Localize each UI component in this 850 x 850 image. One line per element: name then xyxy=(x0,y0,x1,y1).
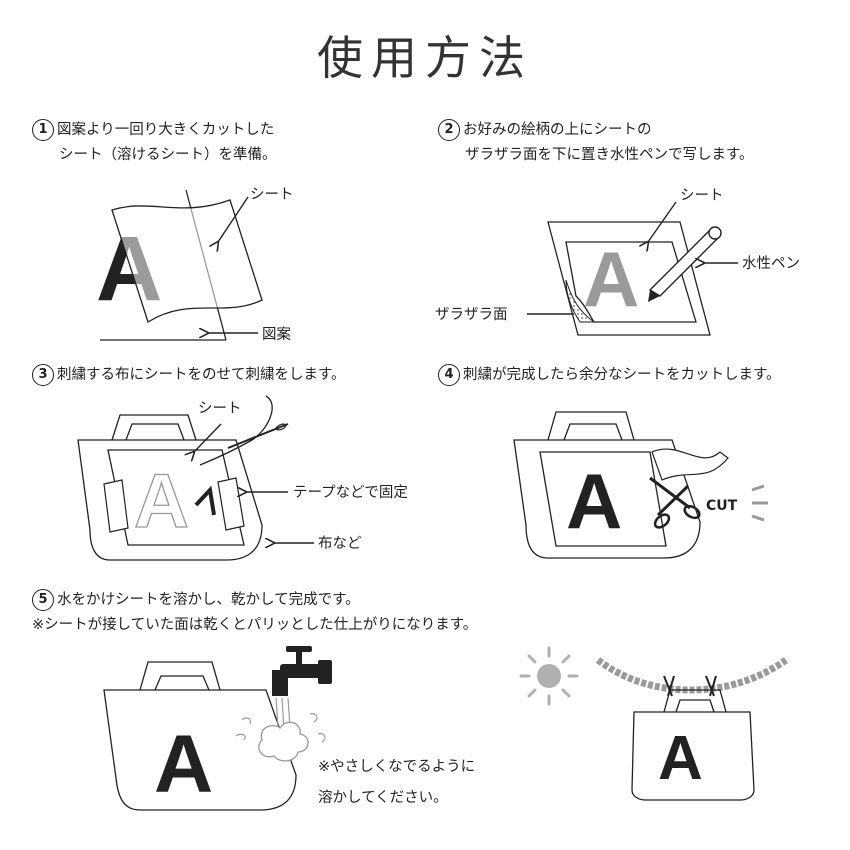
step-3-line-1: 刺繍する布にシートをのせて刺繍をします。 xyxy=(57,367,346,383)
step-2-pen-label: 水性ペン xyxy=(742,255,800,272)
water-splash-icon xyxy=(235,697,326,762)
step-3-number: 3 xyxy=(32,364,54,386)
step-1-sheet-arrow xyxy=(218,196,249,242)
page-title: 使用方法 xyxy=(317,31,533,85)
step-2-illustration: A xyxy=(527,201,738,336)
step-5-line-2: ※シートが接していた面は乾くとパリッとした仕上がりになります。 xyxy=(32,617,478,633)
step-2-line-2: ザラザラ面を下に置き水性ペンで写します。 xyxy=(465,147,754,163)
scissors-icon xyxy=(649,476,701,529)
step-3-stitches xyxy=(194,485,216,516)
cut-label: CUT xyxy=(706,498,738,514)
step-2-sheet-label: シート xyxy=(680,188,724,204)
step-5-number: 5 xyxy=(32,589,54,611)
step-5-letter: A xyxy=(154,719,213,810)
step-2-line-1: お好みの絵柄の上にシートの xyxy=(463,122,652,138)
step-3-cloth-label: 布など xyxy=(318,535,362,552)
step-5-bag xyxy=(103,661,297,811)
needle-icon xyxy=(227,423,289,449)
step-2-number: 2 xyxy=(438,119,460,141)
step-5-dry-letter: A xyxy=(658,724,703,793)
step-3-sheet-arrow xyxy=(194,423,222,452)
step-3-tape-label: テープなどで固定 xyxy=(293,484,408,501)
wash-note-line-2: 溶かしてください。 xyxy=(318,789,448,806)
step-4-letter: A xyxy=(566,457,622,545)
step-4-sheet xyxy=(539,451,667,547)
step-3-illustration: A xyxy=(77,395,314,561)
step-5-hanging-bag xyxy=(631,689,755,801)
step-2-rough-side xyxy=(565,279,596,323)
sun-icon xyxy=(519,646,579,706)
step-3-thread xyxy=(199,395,273,466)
step-1-line-1: 図案より一回り大きくカットした xyxy=(57,122,275,138)
step-1-illustration: A xyxy=(96,189,263,341)
step-3-sheet-label: シート xyxy=(198,401,242,417)
water-pen-icon xyxy=(648,226,722,302)
step-4-line-1: 刺繍が完成したら余分なシートをカットします。 xyxy=(463,367,781,383)
step-5-line-1: 水をかけシートを溶かし、乾かして完成です。 xyxy=(57,592,360,608)
step-1-sheet-label: シート xyxy=(250,187,294,203)
step-1-line-2: シート（溶けるシート）を準備。 xyxy=(59,147,277,163)
faucet-icon xyxy=(272,646,332,696)
step-2-rough-label: ザラザラ面 xyxy=(435,306,508,323)
step-1-number: 1 xyxy=(32,119,54,141)
step-2-sheet-arrow xyxy=(648,201,677,242)
step-3-letter: A xyxy=(134,459,189,544)
wash-note-line-1: ※やさしくなでるように xyxy=(318,758,475,775)
step-1-sheet xyxy=(111,199,263,323)
step-4-illustration: A xyxy=(513,411,768,559)
step-2-sheet xyxy=(565,241,697,323)
tape-left xyxy=(103,479,129,533)
cut-marks-icon xyxy=(751,484,768,522)
step-5-dry-illustration: A xyxy=(519,646,789,801)
step-4-cut-sheet xyxy=(651,448,729,481)
step-2-letter: A xyxy=(583,235,639,323)
step-1-design-label: 図案 xyxy=(262,325,291,343)
step-4-number: 4 xyxy=(438,364,460,386)
step-5-wash-illustration: A xyxy=(103,646,332,811)
clothesline xyxy=(595,657,789,694)
